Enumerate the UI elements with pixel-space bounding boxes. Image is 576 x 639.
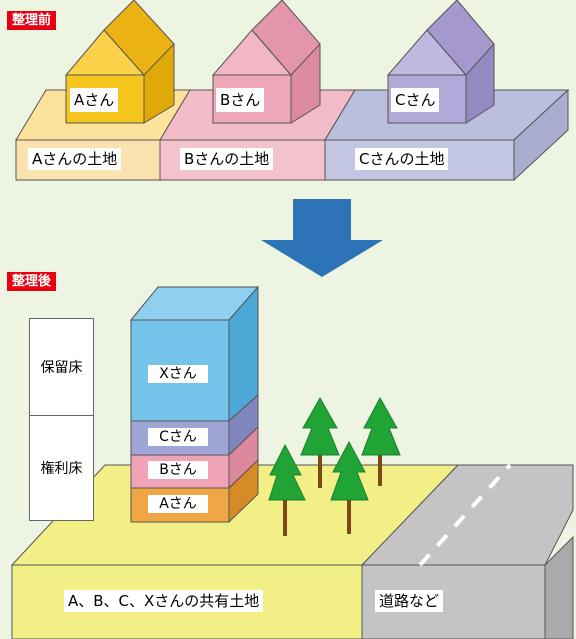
road-center-line [418, 463, 512, 567]
house-a-label: Aさん [70, 88, 119, 112]
tree-4 [361, 396, 401, 486]
house-b [211, 0, 321, 124]
house-b-label: Bさん [216, 88, 265, 112]
reserved-floor-label: 保留床 [29, 318, 94, 416]
land-b-label: Bさんの土地 [180, 148, 274, 170]
land-a-label: Aさんの土地 [28, 148, 122, 170]
tree-1 [268, 443, 306, 536]
road-side [544, 535, 574, 639]
down-arrow [261, 199, 383, 277]
after-tag: 整理後 [7, 272, 57, 291]
before-tag: 整理前 [7, 11, 57, 30]
x-floor-label: Xさん [148, 365, 208, 383]
building [129, 285, 260, 524]
rights-floor-label: 権利床 [29, 415, 94, 521]
a-floor-label: Aさん [148, 495, 208, 513]
shared-land-label: A、B、C、Xさんの共有土地 [64, 590, 264, 612]
land-c-label: Cさんの土地 [355, 148, 449, 170]
c-floor-label: Cさん [148, 428, 208, 446]
b-floor-label: Bさん [148, 461, 208, 479]
tree-3 [330, 440, 369, 534]
road-label: 道路など [375, 590, 444, 612]
trees [268, 396, 401, 536]
house-c-label: Cさん [391, 88, 440, 112]
tree-2 [300, 396, 340, 488]
land-c-side [513, 88, 569, 182]
